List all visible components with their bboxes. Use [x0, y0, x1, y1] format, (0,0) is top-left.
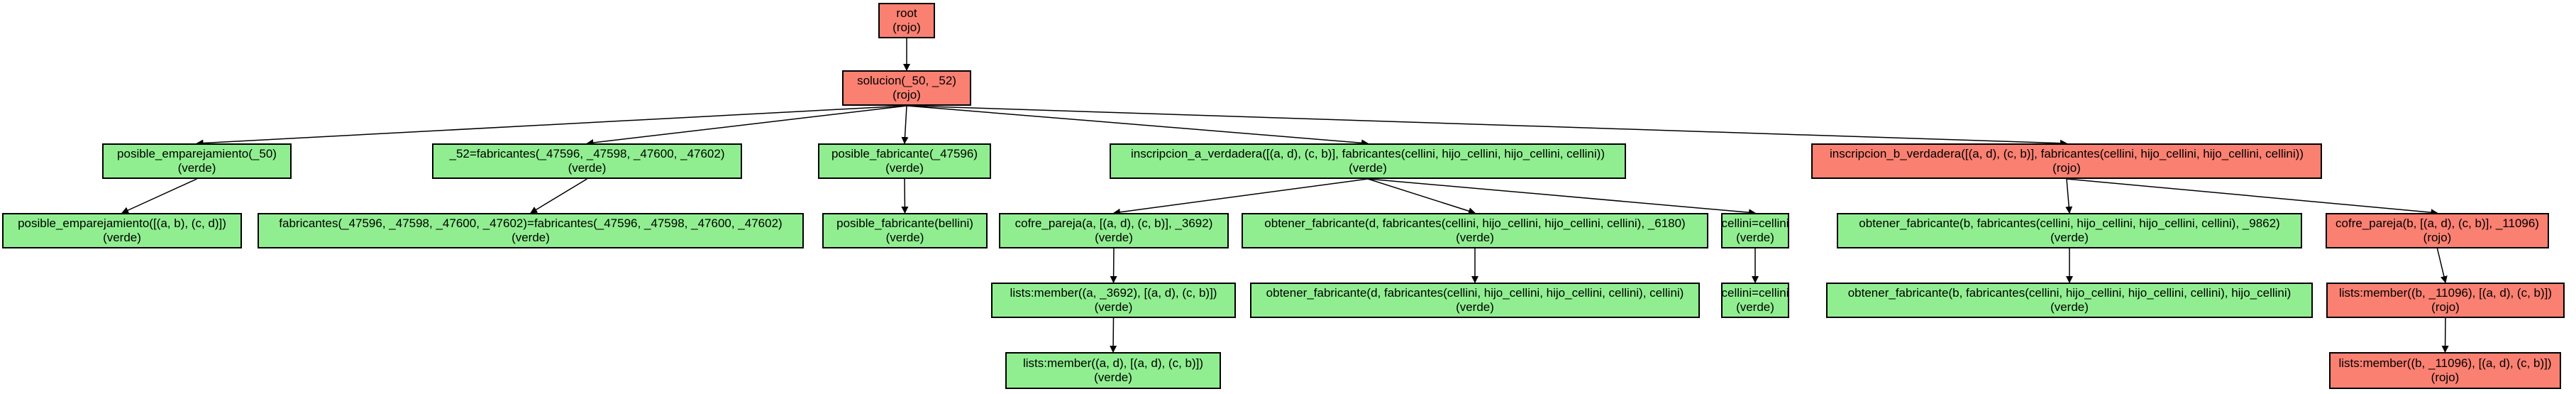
node-label: lists:member((b, _11096), [(a, d), (c, b…	[2338, 286, 2553, 300]
node-status: (rojo)	[2431, 300, 2460, 314]
tree-node: root(rojo)	[878, 3, 935, 38]
node-label: posible_fabricante(bellini)	[836, 217, 973, 230]
edge-arrow	[906, 105, 1369, 147]
edge-arrow	[530, 178, 587, 214]
node-status: (verde)	[885, 161, 924, 175]
node-label: fabricantes(_47596, _47598, _47600, _476…	[279, 217, 783, 230]
tree-node: cofre_pareja(a, [(a, d), (c, b)], _3692)…	[999, 213, 1229, 248]
node-status: (verde)	[1094, 300, 1133, 314]
tree-node: cofre_pareja(b, [(a, d), (c, b)], _11096…	[2326, 213, 2549, 248]
node-status: (verde)	[1349, 161, 1387, 175]
edge-arrow	[1367, 178, 1756, 217]
node-label: obtener_fabricante(d, fabricantes(cellin…	[1266, 286, 1684, 300]
node-status: (verde)	[103, 231, 141, 244]
node-status: (rojo)	[892, 88, 921, 102]
node-status: (rojo)	[892, 21, 921, 34]
tree-node: lists:member((a, d), [(a, d), (c, b)])(v…	[1005, 352, 1221, 389]
node-status: (rojo)	[2052, 161, 2081, 175]
edge-arrow	[906, 105, 2067, 147]
edge-arrow	[901, 105, 909, 144]
tree-node: obtener_fabricante(b, fabricantes(cellin…	[1826, 283, 2313, 318]
node-label: lists:member((a, _3692), [(a, d), (c, b)…	[1010, 286, 1217, 300]
node-label: posible_emparejamiento([(a, b), (c, d)])	[18, 217, 226, 230]
node-status: (verde)	[1736, 300, 1774, 314]
node-status: (verde)	[177, 161, 216, 175]
node-label: cofre_pareja(a, [(a, d), (c, b)], _3692)	[1015, 217, 1213, 230]
node-status: (verde)	[1736, 231, 1774, 244]
node-label: lists:member((b, _11096), [(a, d), (c, b…	[2338, 356, 2552, 370]
tree-node: cellini=cellini(verde)	[1721, 283, 1789, 318]
tree-node: posible_emparejamiento([(a, b), (c, d)])…	[2, 213, 242, 248]
node-status: (verde)	[512, 231, 550, 244]
node-status: (verde)	[1095, 231, 1133, 244]
node-status: (rojo)	[2431, 371, 2460, 384]
edge-arrow	[2065, 178, 2073, 214]
node-label: inscripcion_a_verdadera([(a, d), (c, b)]…	[1130, 147, 1605, 160]
node-label: obtener_fabricante(b, fabricantes(cellin…	[1847, 286, 2292, 300]
node-label: posible_fabricante(_47596)	[831, 147, 978, 160]
node-label: lists:member((a, d), [(a, d), (c, b)])	[1022, 356, 1204, 370]
tree-node: posible_fabricante(bellini)(verde)	[822, 213, 988, 248]
edge-arrow	[1110, 317, 1117, 353]
node-label: posible_emparejamiento(_50)	[117, 147, 277, 160]
tree-node: lists:member((a, _3692), [(a, d), (c, b)…	[991, 283, 1236, 318]
node-status: (verde)	[2050, 300, 2089, 314]
edge-arrow	[586, 105, 907, 146]
node-status: (verde)	[1094, 371, 1132, 384]
node-label: inscripcion_b_verdadera([(a, d), (c, b)]…	[1829, 147, 2304, 160]
tree-node: posible_emparejamiento(_50)(verde)	[102, 143, 292, 179]
tree-node: obtener_fabricante(d, fabricantes(cellin…	[1242, 213, 1708, 248]
tree-node: solucion(_50, _52)(rojo)	[842, 70, 971, 106]
node-status: (verde)	[885, 231, 924, 244]
tree-node: _52=fabricantes(_47596, _47598, _47600, …	[432, 143, 742, 179]
tree-node: inscripcion_a_verdadera([(a, d), (c, b)]…	[1110, 143, 1626, 179]
node-label: obtener_fabricante(b, fabricantes(cellin…	[1859, 217, 2280, 230]
edge-arrow	[2436, 248, 2448, 283]
node-status: (verde)	[1456, 300, 1494, 314]
edge-arrow	[196, 105, 907, 147]
tree-node: lists:member((b, _11096), [(a, d), (c, b…	[2329, 352, 2561, 389]
edge-arrow	[121, 178, 197, 214]
node-status: (verde)	[2050, 231, 2089, 244]
node-label: obtener_fabricante(d, fabricantes(cellin…	[1264, 217, 1686, 230]
tree-node: obtener_fabricante(b, fabricantes(cellin…	[1837, 213, 2302, 248]
node-label: cellini=cellini	[1721, 217, 1789, 230]
node-status: (rojo)	[2423, 231, 2452, 244]
node-label: cellini=cellini	[1721, 286, 1789, 300]
edge-arrow	[1110, 248, 1117, 283]
edge-arrow	[1113, 178, 1369, 216]
node-label: _52=fabricantes(_47596, _47598, _47600, …	[449, 147, 725, 160]
tree-node: lists:member((b, _11096), [(a, d), (c, b…	[2326, 283, 2565, 318]
edge-arrow	[2066, 178, 2438, 217]
tree-node: fabricantes(_47596, _47598, _47600, _476…	[258, 213, 804, 248]
node-label: cofre_pareja(b, [(a, d), (c, b)], _11096…	[2335, 217, 2539, 230]
node-label: root	[896, 6, 917, 20]
node-status: (verde)	[1456, 231, 1494, 244]
tree-node: posible_fabricante(_47596)(verde)	[818, 143, 991, 179]
edge-arrow	[1367, 178, 1476, 215]
node-status: (verde)	[568, 161, 607, 175]
tree-node: inscripcion_b_verdadera([(a, d), (c, b)]…	[1811, 143, 2322, 179]
node-label: solucion(_50, _52)	[857, 74, 956, 87]
tree-node: cellini=cellini(verde)	[1721, 213, 1789, 248]
tree-node: obtener_fabricante(d, fabricantes(cellin…	[1250, 283, 1700, 318]
edge-arrow	[2441, 317, 2449, 353]
